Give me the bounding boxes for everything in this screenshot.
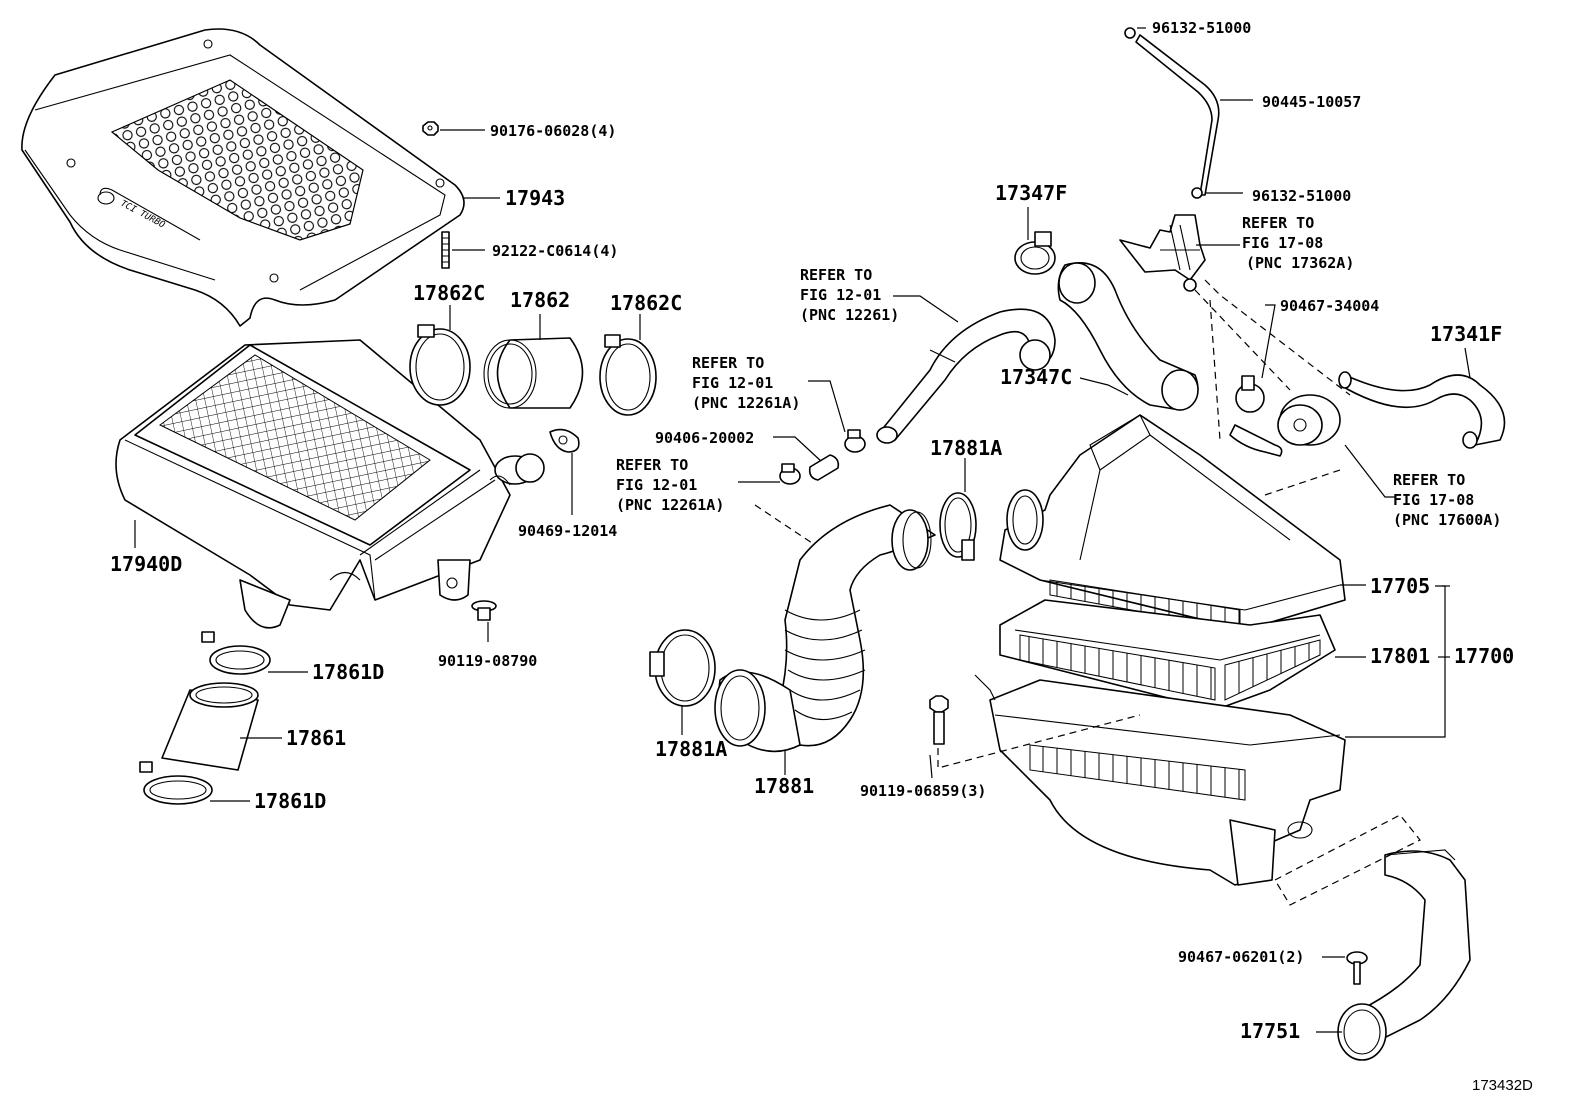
- nut-90176-part: [422, 121, 439, 136]
- hose-17861-part: [161, 682, 259, 771]
- svg-text:FIG 12-01: FIG 12-01: [800, 286, 881, 304]
- label-90119-08790: 90119-08790: [438, 652, 537, 670]
- label-17705: 17705: [1370, 574, 1430, 598]
- air-cleaner-case-part: [974, 674, 1346, 886]
- svg-text:FIG 12-01: FIG 12-01: [616, 476, 697, 494]
- vsv-bracket-part: [1119, 214, 1206, 292]
- label-17751: 17751: [1240, 1019, 1300, 1043]
- label-90176-06028: 90176-06028(4): [490, 122, 616, 140]
- label-90469-12014: 90469-12014: [518, 522, 617, 540]
- svg-text:FIG 17-08: FIG 17-08: [1242, 234, 1323, 252]
- label-17862: 17862: [510, 288, 570, 312]
- label-17943: 17943: [505, 186, 565, 210]
- svg-text:REFER TO: REFER TO: [800, 266, 872, 284]
- clip-90467-06201-part: [1346, 951, 1368, 985]
- clamp-upper-part: [844, 429, 866, 453]
- svg-text:FIG 17-08: FIG 17-08: [1393, 491, 1474, 509]
- label-92122-c0614: 92122-C0614(4): [492, 242, 618, 260]
- refer-to-pnc-12261a-upper: REFER TO FIG 12-01 (PNC 12261A): [692, 354, 800, 412]
- connector-90406-part: [779, 454, 840, 485]
- hose-clamp-17861d-top-part: [201, 631, 271, 675]
- air-filter-element-part: [999, 599, 1336, 711]
- stud-92122-part: [441, 231, 450, 269]
- intercooler-part: [115, 339, 545, 629]
- air-cleaner-hose-part: [714, 504, 936, 753]
- label-17341f: 17341F: [1430, 322, 1502, 346]
- label-90467-34004: 90467-34004: [1280, 297, 1379, 315]
- clamp-90469-part: [549, 428, 580, 453]
- label-90467-06201: 90467-06201(2): [1178, 948, 1304, 966]
- breather-hose-part: [876, 308, 1056, 444]
- refer-to-pnc-17362a: REFER TO FIG 17-08 (PNC 17362A): [1242, 214, 1354, 272]
- hose-17341f-part: [1338, 371, 1506, 449]
- label-17862c-right: 17862C: [610, 291, 682, 315]
- hose-clamp-17862c-left-part: [409, 324, 471, 406]
- label-17881: 17881: [754, 774, 814, 798]
- label-17861: 17861: [286, 726, 346, 750]
- clamp-17881a-bottom-part: [649, 629, 716, 707]
- bolt-90119-06859-part: [929, 695, 949, 745]
- label-90406-20002: 90406-20002: [655, 429, 754, 447]
- label-17347f: 17347F: [995, 181, 1067, 205]
- label-90445-10057: 90445-10057: [1262, 93, 1361, 111]
- intercooler-cover-part: TCI TURBO: [21, 28, 465, 327]
- svg-text:REFER TO: REFER TO: [692, 354, 764, 372]
- svg-text:(PNC 12261A): (PNC 12261A): [692, 394, 800, 412]
- clamp-90467-34004-part: [1235, 375, 1265, 413]
- svg-text:(PNC 17362A): (PNC 17362A): [1246, 254, 1354, 272]
- hose-90445-part: [1124, 27, 1220, 199]
- hose-clamp-17862c-right-part: [599, 334, 657, 416]
- label-17881a-bottom: 17881A: [655, 737, 727, 761]
- svg-text:(PNC 12261A): (PNC 12261A): [616, 496, 724, 514]
- refer-to-pnc-17600a: REFER TO FIG 17-08 (PNC 17600A): [1393, 471, 1501, 529]
- svg-text:(PNC 12261): (PNC 12261): [800, 306, 899, 324]
- label-96132-51000-mid: 96132-51000: [1252, 187, 1351, 205]
- diagram-id: 173432D: [1472, 1077, 1533, 1094]
- label-17700: 17700: [1454, 644, 1514, 668]
- air-inlet-part: [1337, 849, 1471, 1061]
- refer-to-pnc-12261a-lower: REFER TO FIG 12-01 (PNC 12261A): [616, 456, 724, 514]
- hose-clamp-17861d-bottom-part: [139, 761, 213, 805]
- vsv-part: [1229, 394, 1341, 457]
- svg-text:REFER TO: REFER TO: [1242, 214, 1314, 232]
- label-17347c: 17347C: [1000, 365, 1072, 389]
- label-17862c-left: 17862C: [413, 281, 485, 305]
- refer-to-pnc-12261: REFER TO FIG 12-01 (PNC 12261): [800, 266, 899, 324]
- label-17940d: 17940D: [110, 552, 182, 576]
- clamp-17881a-top-part: [939, 492, 977, 561]
- bolt-90119-08790-part: [471, 600, 497, 621]
- hose-17347c-part: [1057, 261, 1199, 411]
- svg-text:REFER TO: REFER TO: [1393, 471, 1465, 489]
- label-17861d-top: 17861D: [312, 660, 384, 684]
- svg-text:(PNC 17600A): (PNC 17600A): [1393, 511, 1501, 529]
- clamp-17347f-part: [1014, 231, 1056, 275]
- label-96132-51000-top: 96132-51000: [1152, 19, 1251, 37]
- label-17881a-top: 17881A: [930, 436, 1002, 460]
- svg-text:REFER TO: REFER TO: [616, 456, 688, 474]
- air-cleaner-cap-part: [999, 414, 1346, 631]
- label-17861d-bottom: 17861D: [254, 789, 326, 813]
- svg-text:FIG 12-01: FIG 12-01: [692, 374, 773, 392]
- hose-17862-part: [483, 337, 584, 409]
- label-17801: 17801: [1370, 644, 1430, 668]
- label-90119-06859: 90119-06859(3): [860, 782, 986, 800]
